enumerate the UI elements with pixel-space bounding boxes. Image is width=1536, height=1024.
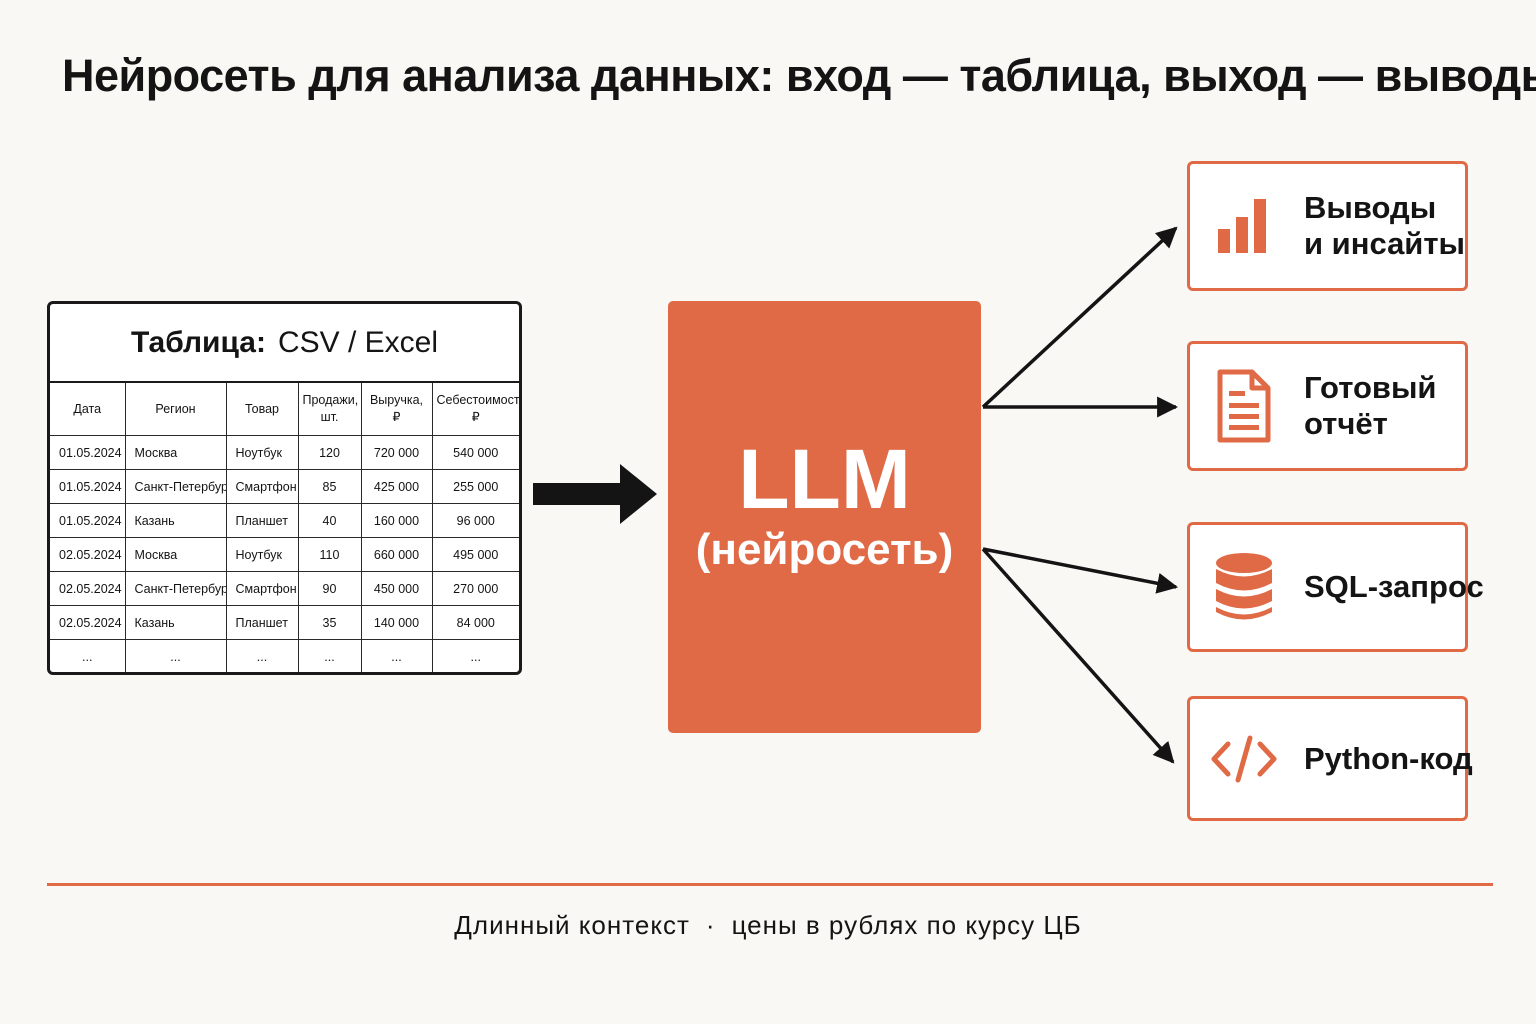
bar-chart-icon: [1218, 199, 1266, 253]
llm-label: LLM: [738, 432, 911, 526]
table-cell: ...: [50, 639, 126, 672]
table-cell: 720 000: [360, 435, 433, 470]
output-python-box: Python-код: [1187, 696, 1473, 821]
output-sql-box: SQL-запрос: [1187, 522, 1484, 652]
llm-block: LLM (нейросеть): [668, 301, 981, 733]
table-cell: Планшет: [225, 605, 299, 640]
table-caption-label: Таблица:: [130, 325, 266, 359]
table-cell: ...: [431, 639, 519, 672]
table-cell: ...: [360, 639, 433, 672]
output-label-line: Готовый: [1304, 370, 1437, 405]
data-table: Дата Регион Товар Продажи, шт. Выручка, …: [50, 383, 519, 672]
output-sql-label: SQL-запрос: [1304, 569, 1484, 604]
table-format-label: CSV / Excel: [277, 325, 439, 359]
footer-left-text: Длинный контекст: [454, 910, 690, 940]
output-label-line: отчёт: [1304, 406, 1388, 441]
footer-separator: ·: [705, 910, 716, 940]
table-cell: 01.05.2024: [50, 503, 126, 538]
table-cell: 35: [297, 605, 362, 640]
footer-note: Длинный контекст · цены в рублях по курсу …: [0, 910, 1536, 941]
output-arrow-insights: [981, 226, 1178, 409]
table-cell: Ноутбук: [225, 537, 299, 572]
page-title: Нейросеть для анализа данных: вход — таб…: [62, 50, 1536, 101]
table-cell: 110: [297, 537, 362, 572]
column-header: Регион: [124, 383, 227, 436]
footer-divider: [47, 883, 1493, 886]
table-cell: 01.05.2024: [50, 435, 126, 470]
table-cell: 270 000: [431, 571, 519, 606]
table-cell: Ноутбук: [225, 435, 299, 470]
output-report-label: Готовый отчёт: [1304, 370, 1437, 442]
table-cell: Казань: [124, 605, 227, 640]
output-label-line: и инсайты: [1304, 226, 1466, 261]
output-arrow-sql: [982, 547, 1179, 594]
table-cell: 255 000: [431, 469, 519, 504]
code-icon: [1211, 735, 1277, 782]
column-header: Товар: [225, 383, 299, 436]
table-cell: 84 000: [431, 605, 519, 640]
table-cell: 90: [297, 571, 362, 606]
table-cell: ...: [124, 639, 227, 672]
table-cell: ...: [225, 639, 299, 672]
table-cell: 660 000: [360, 537, 433, 572]
table-cell: 160 000: [360, 503, 433, 538]
table-cell: 540 000: [431, 435, 519, 470]
input-table-card: Таблица: CSV / Excel Дата Регион Товар П…: [47, 301, 522, 675]
table-cell: 02.05.2024: [50, 537, 126, 572]
footer-right-text: цены в рублях по курсу ЦБ: [731, 910, 1082, 940]
table-cell: Санкт-Петербург: [124, 469, 227, 504]
table-cell: 120: [297, 435, 362, 470]
output-report-box: Готовый отчёт: [1187, 341, 1468, 471]
table-cell: 140 000: [360, 605, 433, 640]
table-cell: 425 000: [360, 469, 433, 504]
database-icon: [1216, 553, 1272, 620]
table-cell: Казань: [124, 503, 227, 538]
table-header-row: Дата Регион Товар Продажи, шт. Выручка, …: [50, 383, 519, 436]
output-python-label: Python-код: [1304, 740, 1473, 776]
table-cell: 96 000: [431, 503, 519, 538]
table-cell: Смартфон: [225, 469, 299, 504]
table-cell: Санкт-Петербург: [124, 571, 227, 606]
table-caption: Таблица: CSV / Excel: [50, 304, 519, 383]
table-cell: Москва: [124, 435, 227, 470]
column-header: Себестоимость, ₽: [431, 383, 519, 436]
llm-subtitle: (нейросеть): [695, 525, 954, 574]
document-icon: [1217, 369, 1271, 443]
table-cell: ...: [297, 639, 362, 672]
input-arrow: [533, 464, 657, 524]
table-cell: Смартфон: [225, 571, 299, 606]
output-label-line: Выводы: [1304, 190, 1437, 225]
table-cell: 01.05.2024: [50, 469, 126, 504]
output-arrow-python: [981, 547, 1175, 764]
table-cell: 02.05.2024: [50, 605, 126, 640]
output-insights-label: Выводы и инсайты: [1304, 190, 1465, 262]
table-row: ..................: [50, 639, 519, 672]
output-insights-box: Выводы и инсайты: [1187, 161, 1468, 291]
